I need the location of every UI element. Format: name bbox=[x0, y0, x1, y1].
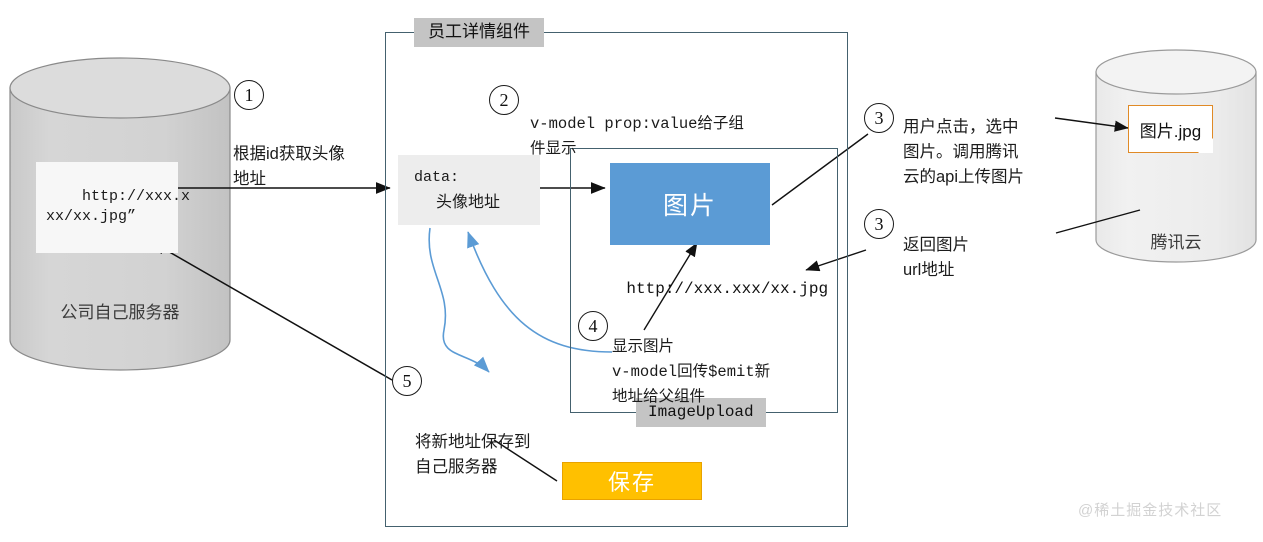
note-fold-corner bbox=[1198, 138, 1213, 153]
employee-detail-component-frame bbox=[385, 32, 848, 527]
picture-placeholder[interactable]: 图片 bbox=[610, 163, 770, 245]
right-cloud-label: 腾讯云 bbox=[1150, 233, 1202, 252]
step-1-text: 根据id获取头像 地址 bbox=[233, 145, 345, 188]
component-title-tag: 员工详情组件 bbox=[414, 18, 544, 47]
step-3a-text: 用户点击，选中 图片。调用腾讯 云的api上传图片 bbox=[903, 118, 1025, 186]
image-upload-title-tag: ImageUpload bbox=[636, 398, 766, 427]
watermark: @稀土掘金技术社区 bbox=[1078, 502, 1223, 519]
save-button-label: 保存 bbox=[607, 470, 656, 495]
step-3b-text: 返回图片 url地址 bbox=[903, 236, 969, 279]
data-key-label: data: bbox=[414, 169, 460, 186]
cloud-note-label: 图片.jpg bbox=[1139, 121, 1202, 141]
step-3a-badge: 3 bbox=[864, 103, 894, 133]
step-5-text: 将新地址保存到 自己服务器 bbox=[415, 433, 531, 476]
save-button[interactable]: 保存 bbox=[562, 462, 702, 500]
step-2-badge: 2 bbox=[489, 85, 519, 115]
cloud-note-card: 图片.jpg bbox=[1128, 105, 1213, 153]
picture-url-caption: http://xxx.xxx/xx.jpg bbox=[626, 280, 829, 298]
data-value-label: 头像地址 bbox=[436, 194, 501, 211]
step-1-badge: 1 bbox=[234, 80, 264, 110]
step-4-badge: 4 bbox=[578, 311, 608, 341]
picture-placeholder-label: 图片 bbox=[662, 192, 717, 220]
server-url-value: http://xxx.x xx/xx.jpg” bbox=[46, 188, 191, 225]
left-server-label: 公司自己服务器 bbox=[60, 303, 180, 322]
step-2-text: v-model prop:value给子组 件显示 bbox=[530, 115, 744, 158]
server-url-textbox: http://xxx.x xx/xx.jpg” bbox=[36, 162, 190, 253]
step-4-text: 显示图片 v-model回传$emit新 地址给父组件 bbox=[612, 338, 771, 406]
step-3b-badge: 3 bbox=[864, 209, 894, 239]
step-5-badge: 5 bbox=[392, 366, 422, 396]
data-binding-box: data: 头像地址 bbox=[398, 155, 540, 225]
